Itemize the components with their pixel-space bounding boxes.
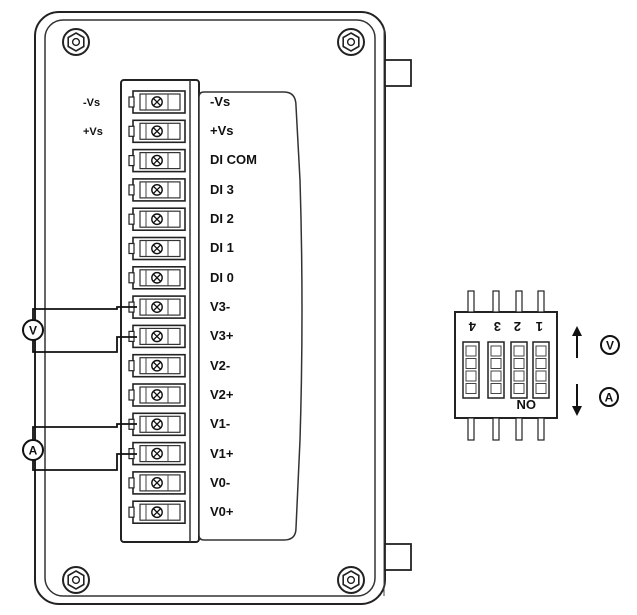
terminal-slot	[128, 119, 186, 144]
dip-number-1: 1	[536, 319, 543, 334]
side-label-pos-vs: +Vs	[83, 126, 103, 138]
voltage-meter-wiring	[22, 306, 137, 353]
terminal-labels: -Vs +Vs DI COM DI 3 DI 2 DI 1 DI 0 V3- V…	[210, 94, 257, 519]
dip-on-label: ON	[517, 397, 537, 412]
terminal-slot	[128, 207, 186, 231]
screw-icon	[337, 566, 365, 594]
terminal-label-v2-pos: V2+	[210, 387, 234, 402]
terminal-slot	[128, 236, 186, 261]
terminal-slot	[128, 412, 186, 437]
current-meter-wiring	[22, 423, 137, 471]
terminal-label-di2: DI 2	[210, 211, 234, 226]
terminal-label-v2-neg: V2-	[210, 358, 230, 373]
terminal-slot	[128, 148, 186, 173]
dip-pin	[467, 417, 475, 441]
voltage-meter-label: V	[29, 324, 37, 338]
dip-pin	[492, 290, 500, 313]
dip-toggle	[532, 341, 550, 399]
terminal-label-di0: DI 0	[210, 270, 234, 285]
terminal-slot	[128, 324, 186, 349]
terminal-slot	[128, 441, 186, 466]
mounting-tab-bottom	[384, 543, 412, 571]
dip-number-3: 3	[494, 319, 501, 334]
dip-number-4: 4	[468, 319, 476, 334]
dip-pin	[515, 417, 523, 441]
dip-toggle	[487, 341, 505, 399]
terminal-slot	[128, 295, 186, 319]
dip-switch: 4 3 2 1 ON	[454, 290, 558, 441]
dip-pin	[492, 417, 500, 441]
terminal-label-v1-pos: V1+	[210, 446, 234, 461]
side-label-neg-vs: -Vs	[83, 97, 100, 109]
terminal-label-v0-neg: V0-	[210, 475, 230, 490]
terminal-slot	[128, 353, 186, 378]
terminal-slots	[128, 90, 186, 525]
dip-number-2: 2	[514, 319, 521, 334]
voltage-mode-label: V	[606, 339, 614, 353]
mounting-tab-top	[384, 59, 412, 87]
dip-pin	[537, 290, 545, 313]
terminal-slot	[128, 500, 186, 525]
label-strip	[198, 91, 303, 541]
dip-toggle	[462, 341, 480, 399]
arrow-down-icon	[572, 384, 582, 416]
screw-icon	[62, 566, 90, 594]
terminal-label-neg-vs: -Vs	[210, 94, 230, 109]
screw-icon	[337, 28, 365, 56]
terminal-slot	[128, 265, 186, 290]
terminal-label-di-com: DI COM	[210, 152, 257, 167]
current-mode-icon	[599, 387, 619, 407]
terminal-slot	[128, 471, 186, 495]
terminal-label-v3-neg: V3-	[210, 299, 230, 314]
voltage-mode-icon	[600, 335, 620, 355]
terminal-slot	[128, 178, 186, 202]
dip-pin	[537, 417, 545, 441]
terminal-slot	[128, 90, 186, 114]
terminal-label-di1: DI 1	[210, 240, 234, 255]
current-mode-label: A	[605, 391, 614, 405]
screw-icon	[62, 28, 90, 56]
dip-toggle	[510, 341, 528, 399]
dip-pin	[515, 290, 523, 313]
terminal-label-v0-pos: V0+	[210, 504, 234, 519]
arrow-up-icon	[572, 326, 582, 358]
terminal-label-di3: DI 3	[210, 182, 234, 197]
current-meter-label: A	[29, 444, 38, 458]
terminal-label-pos-vs: +Vs	[210, 123, 234, 138]
terminal-slot	[128, 383, 186, 407]
dip-pin	[467, 290, 475, 313]
terminal-label-v1-neg: V1-	[210, 416, 230, 431]
terminal-label-v3-pos: V3+	[210, 328, 234, 343]
